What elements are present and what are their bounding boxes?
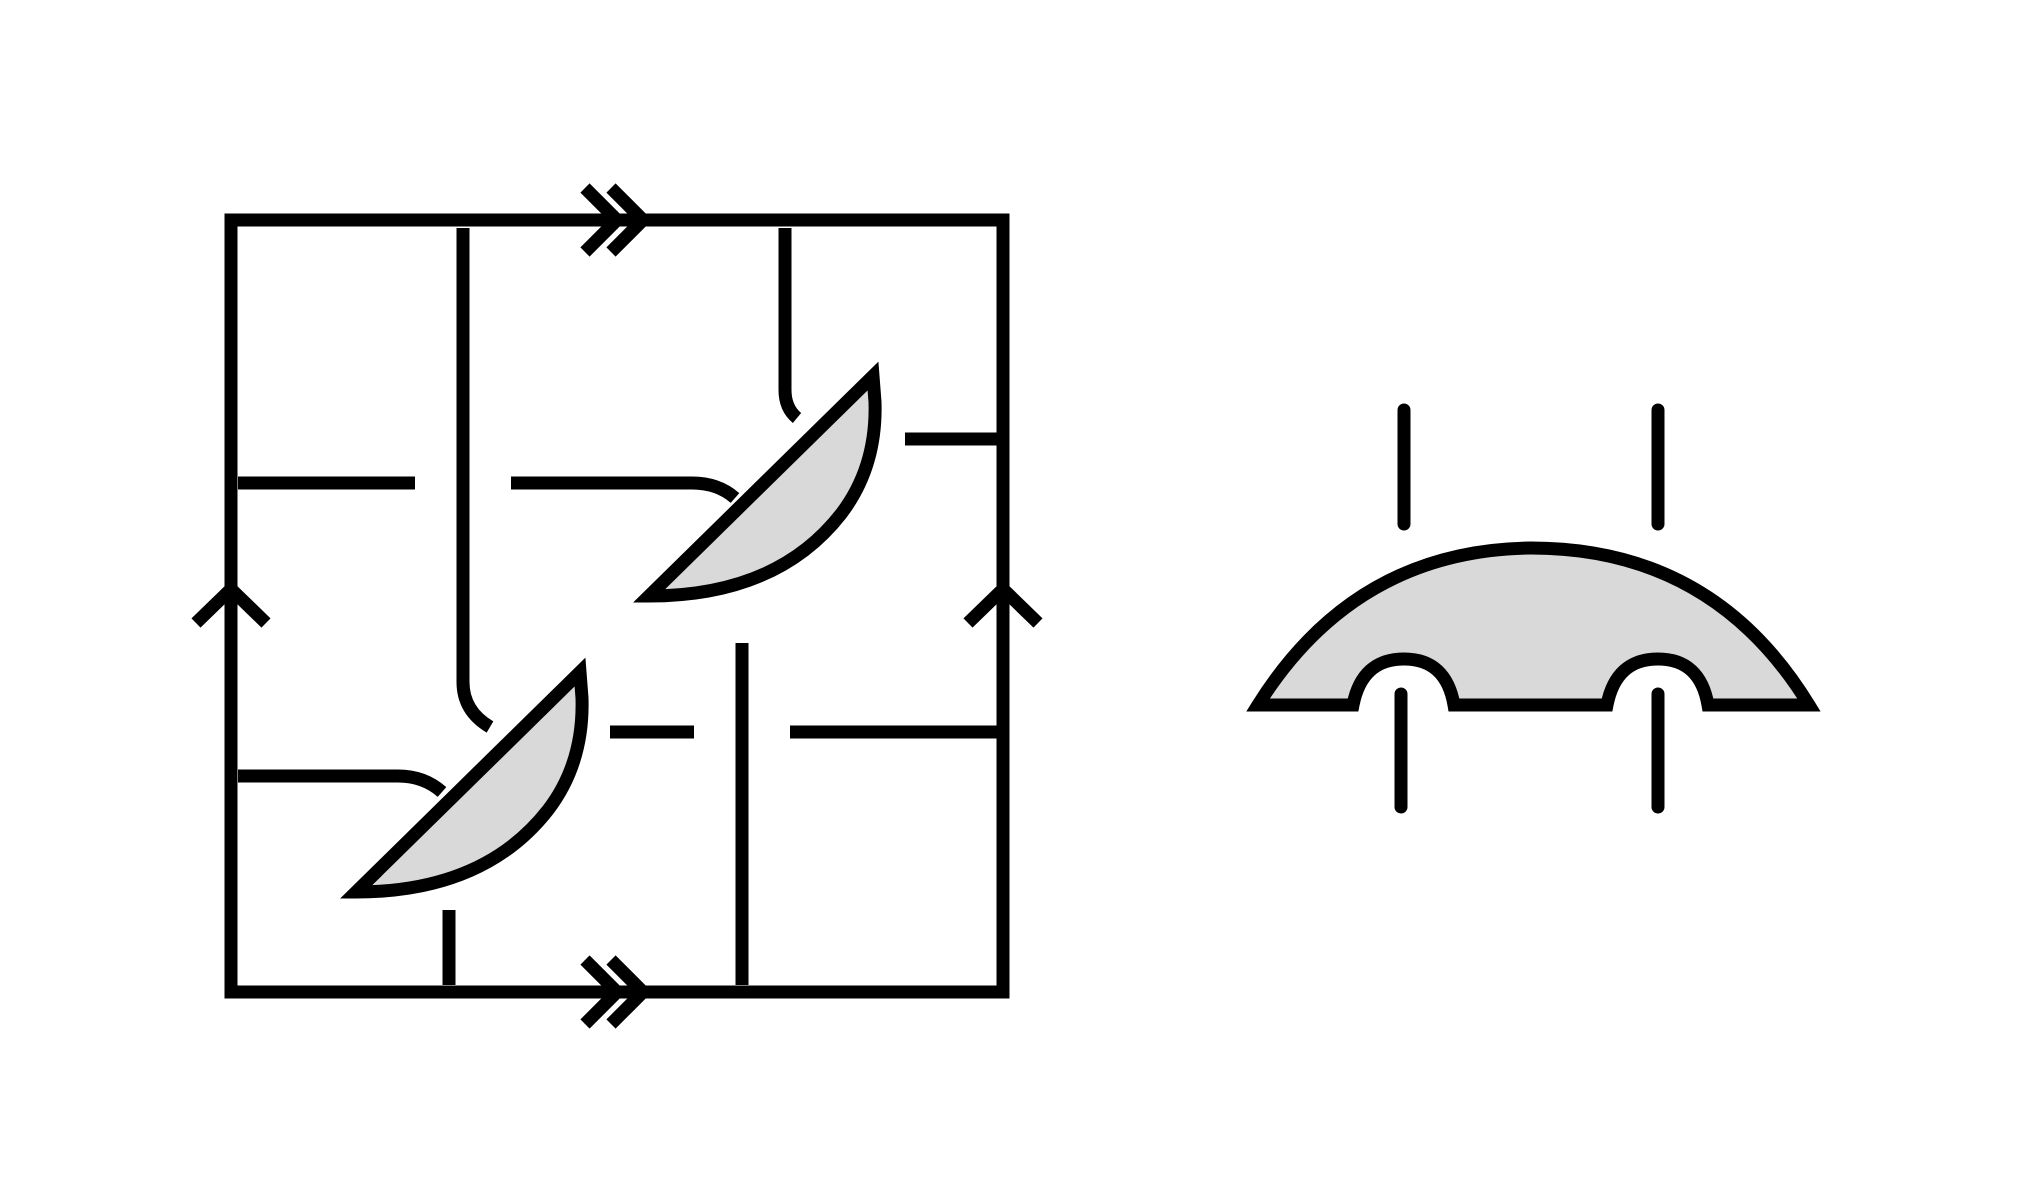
strand-vertical-right (778, 228, 802, 423)
right-figure (1246, 403, 1821, 814)
tile-upper (633, 361, 882, 603)
bottom-edge-double-arrow (580, 955, 653, 1029)
tile-lower (340, 657, 589, 899)
strands (238, 228, 997, 985)
strand-vertical-left (456, 228, 494, 733)
strand-lower-left (238, 769, 447, 798)
right-edge-arrow (963, 579, 1043, 628)
left-edge-arrow (191, 579, 271, 628)
square-boundary (224, 213, 1010, 999)
strand-horizontal-mid (511, 476, 740, 504)
left-figure (191, 183, 1043, 1029)
dome-shape (1246, 541, 1821, 712)
top-edge-double-arrow (580, 183, 653, 257)
